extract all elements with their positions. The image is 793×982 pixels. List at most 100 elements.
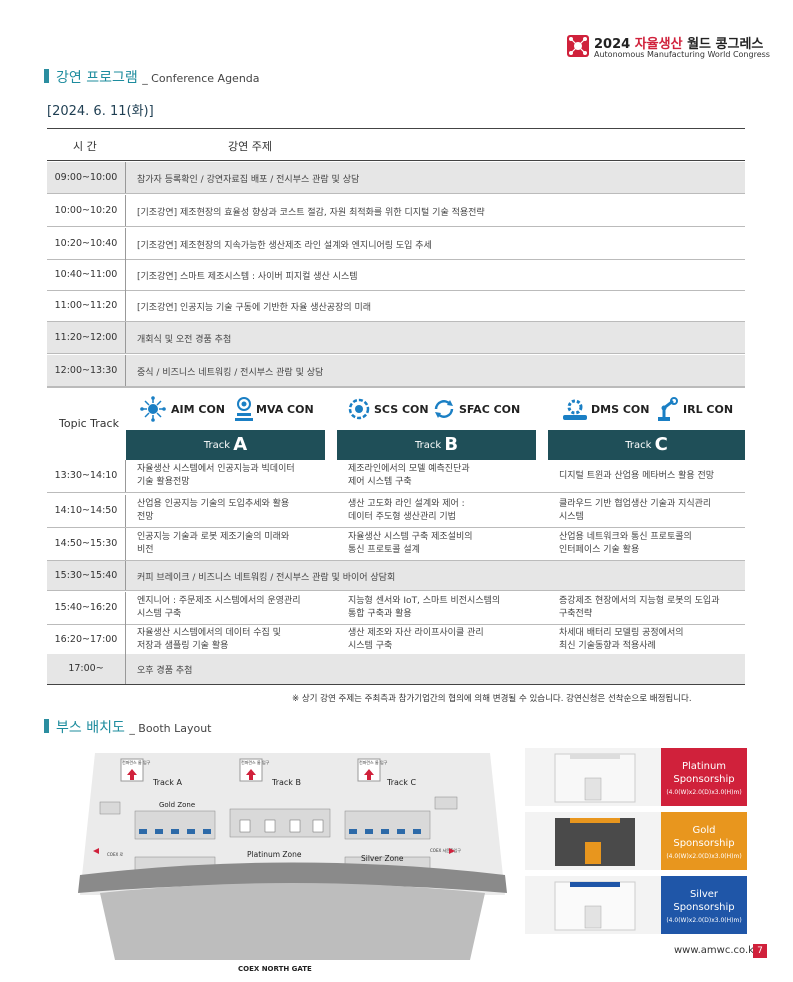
- congress-subtitle: Autonomous Manufacturing World Congress: [594, 50, 770, 59]
- irl-con-icon: [658, 397, 678, 421]
- track-b-letter: B: [444, 434, 459, 455]
- column-divider: [125, 162, 126, 193]
- row-divider: [47, 321, 745, 322]
- track-row-time: 14:10~14:50: [54, 505, 118, 516]
- track-a-header: Track A: [126, 430, 325, 460]
- agenda-row-topic: [기조강연] 스마트 제조시스템 : 사이버 피지컬 생산 시스템: [137, 272, 358, 282]
- sponsorship-panels: Platinum Sponsorship (4.0(W)x2.0(D)x3.0(…: [525, 748, 747, 938]
- con-label-mva: MVA CON: [256, 403, 314, 416]
- map-gate-label: COEX NORTH GATE: [238, 965, 312, 973]
- booth-title-ko: 부스 배치도: [56, 720, 125, 736]
- map-track-b: Track B: [271, 778, 301, 787]
- column-divider: [125, 228, 126, 259]
- agenda-row-time: 10:00~10:20: [54, 205, 118, 216]
- conference-sign-c: [357, 758, 381, 782]
- map-platinum-zone: Platinum Zone: [247, 850, 302, 859]
- gold-booth-image: [525, 812, 661, 870]
- track-b-session: 생산 고도화 라인 설계와 제어 :데이터 주도형 생산관리 기법: [348, 498, 465, 524]
- agenda-row-time: 09:00~10:00: [54, 172, 118, 183]
- sign-label-c: 컨퍼런스 룸 입구: [359, 759, 388, 765]
- gold-dimensions: (4.0(W)x2.0(D)x3.0(H)m): [666, 853, 742, 860]
- track-b-word: Track: [414, 440, 442, 451]
- booth-title-en: _ Booth Layout: [129, 722, 212, 735]
- session-line: 클라우드 기반 협업생산 기술과 지식관리: [559, 499, 712, 509]
- agenda-row-time: 12:00~13:30: [54, 365, 118, 376]
- agenda-row: 10:40~11:00 [기조강연] 스마트 제조시스템 : 사이버 피지컬 생산…: [47, 259, 745, 291]
- column-divider: [125, 528, 126, 560]
- column-divider: [125, 290, 126, 321]
- session-line: 생산 고도화 라인 설계와 제어 :: [348, 499, 465, 509]
- con-label-sfac: SFAC CON: [459, 403, 521, 416]
- congress-logo-icon: [567, 35, 589, 57]
- track-c-session: 디지털 트윈과 산업용 메타버스 활용 전망: [559, 470, 714, 483]
- platinum-booth-image: [525, 748, 661, 806]
- page-number: 7: [753, 944, 767, 958]
- row-divider: [47, 353, 745, 354]
- session-line: 엔지니어 : 주문제조 시스템에서의 운영관리: [137, 596, 301, 606]
- platinum-dimensions: (4.0(W)x2.0(D)x3.0(H)m): [666, 789, 742, 796]
- row-divider: [47, 527, 745, 528]
- column-divider: [125, 195, 126, 226]
- sponsorship-platinum: Platinum Sponsorship (4.0(W)x2.0(D)x3.0(…: [525, 748, 747, 806]
- column-divider: [125, 592, 126, 624]
- track-row-time: 15:30~15:40: [54, 570, 118, 581]
- row-divider: [47, 226, 745, 227]
- table-bottom-rule: [47, 684, 745, 685]
- session-line: 통합 구축과 활용: [348, 609, 412, 619]
- track-c-letter: C: [654, 434, 668, 455]
- track-c-header: Track C: [548, 430, 745, 460]
- session-line: 시스템 구축: [348, 641, 393, 651]
- agenda-row-topic: [기조강연] 인공지능 기술 구동에 기반한 자율 생산공장의 미래: [137, 303, 372, 313]
- section-marker: [44, 719, 49, 733]
- agenda-row-topic: 개회식 및 오전 경품 추첨: [137, 335, 232, 345]
- agenda-row-time: 11:00~11:20: [54, 300, 118, 311]
- col-topic-header: 강연 주제: [228, 140, 272, 153]
- session-line: 증강제조 현장에서의 지능형 로봇의 도입과: [559, 596, 720, 606]
- footer-url[interactable]: www.amwc.co.kr: [674, 945, 759, 956]
- column-divider: [125, 355, 126, 386]
- sign-label-b: 컨퍼런스 룸 입구: [241, 759, 270, 765]
- session-line: 통신 프로토콜 설계: [348, 545, 420, 555]
- row-divider: [47, 590, 745, 591]
- column-divider: [125, 654, 126, 684]
- session-line: 생산 제조와 자산 라이프사이클 관리: [348, 628, 484, 638]
- track-a-letter: A: [233, 434, 248, 455]
- track-row-full: 커피 브레이크 / 비즈니스 네트워킹 / 전시부스 관람 및 바이어 상담회: [137, 573, 396, 583]
- session-line: 자율생산 시스템에서 인공지능과 빅데이터: [137, 464, 295, 474]
- table-header-rule: [47, 160, 745, 161]
- agenda-row-topic: [기조강연] 제조현장의 지속가능한 생산제조 라인 설계와 엔지니어링 도입 …: [137, 241, 432, 251]
- session-line: 시스템: [559, 512, 584, 522]
- agenda-row-topic: [기조강연] 제조현장의 효율성 향상과 코스트 절감, 자원 최적화를 위한 …: [137, 208, 485, 218]
- track-b-header: Track B: [337, 430, 536, 460]
- silver-label: Silver Sponsorship (4.0(W)x2.0(D)x3.0(H)…: [661, 876, 747, 934]
- session-line: 차세대 배터리 모델링 공정에서의: [559, 628, 684, 638]
- congress-year: 2024: [594, 37, 631, 52]
- session-line: 저장과 샘플링 기술 활용: [137, 641, 229, 651]
- map-gold-zone: Gold Zone: [159, 801, 195, 809]
- gold-label: Gold Sponsorship (4.0(W)x2.0(D)x3.0(H)m): [661, 812, 747, 870]
- agenda-row-time: 10:40~11:00: [54, 269, 118, 280]
- dms-con-icon: [563, 399, 587, 420]
- track-row-time: 14:50~15:30: [54, 538, 118, 549]
- column-divider: [125, 495, 126, 527]
- con-label-scs: SCS CON: [374, 403, 429, 416]
- con-label-dms: DMS CON: [591, 403, 650, 416]
- agenda-row: 10:00~10:20 [기조강연] 제조현장의 효율성 향상과 코스트 절감, …: [47, 195, 745, 227]
- booth-layout-map: 컨퍼런스 룸 입구 컨퍼런스 룸 입구 컨퍼런스 룸 입구 Track A Tr…: [78, 753, 507, 973]
- column-divider: [125, 460, 126, 492]
- column-divider: [125, 624, 126, 656]
